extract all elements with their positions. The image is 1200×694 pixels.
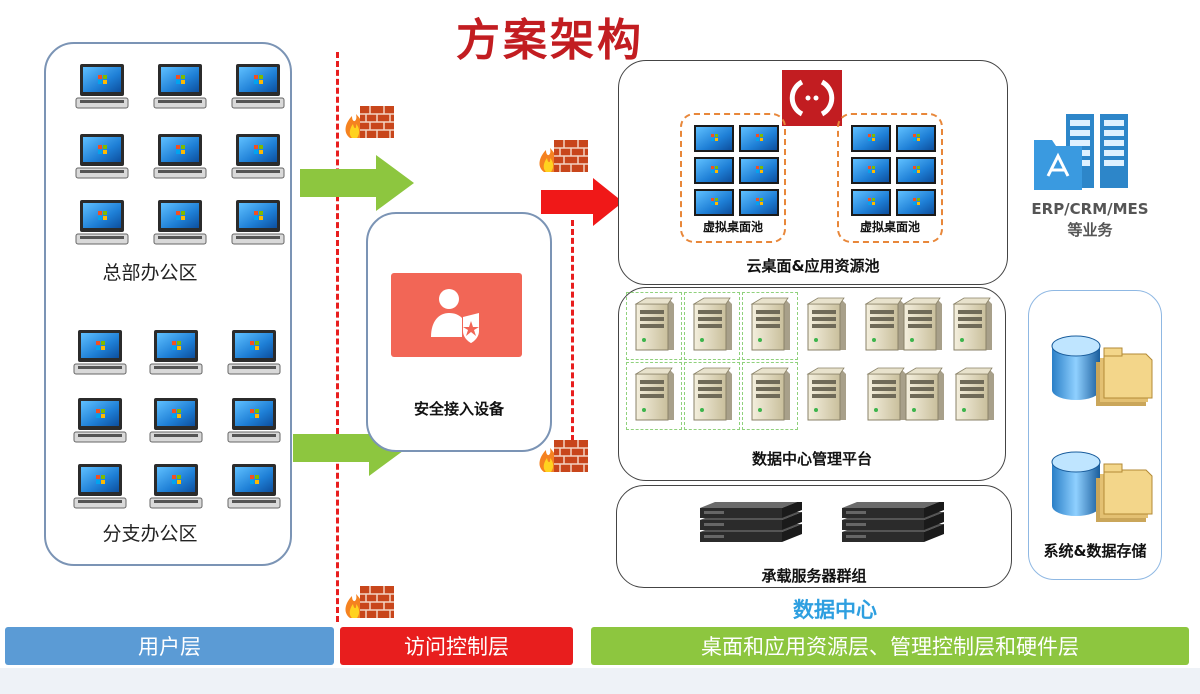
- virtual-desktop-icon: [739, 125, 779, 152]
- green-arrow-icon: [300, 155, 414, 211]
- virtual-desktop-icon: [694, 189, 734, 216]
- desktop-computer-icon: [153, 199, 207, 245]
- secure-access-label: 安全接入设备: [413, 400, 504, 418]
- firewall-icon: [340, 582, 396, 622]
- desktop-computer-icon: [75, 133, 129, 179]
- server-group-panel: [616, 485, 1012, 588]
- server-group-box: [626, 292, 682, 360]
- desktop-computer-icon: [153, 133, 207, 179]
- desktop-computer-icon: [227, 463, 281, 509]
- server-group-box: [742, 292, 798, 360]
- security-device[interactable]: [391, 273, 522, 357]
- access-boundary-line: [336, 52, 339, 622]
- server-tower-icon: [751, 297, 791, 351]
- virtual-desktop-icon: [694, 157, 734, 184]
- desktop-computer-icon: [73, 463, 127, 509]
- server-tower-icon: [903, 297, 943, 351]
- vdi-pool-1: [680, 113, 786, 243]
- erp-label-line2: 等业务: [1067, 221, 1113, 239]
- datacenter-boundary-line: [571, 220, 574, 450]
- desktop-computer-icon: [231, 199, 285, 245]
- user-layer-bar: 用户层: [5, 627, 334, 665]
- server-tower-icon: [955, 367, 995, 421]
- server-tower-icon: [635, 297, 675, 351]
- vdi-pool-1-label: 虚拟桌面池: [702, 220, 763, 234]
- rack-server-icon: [696, 502, 806, 552]
- desktop-computer-icon: [153, 63, 207, 109]
- desktop-computer-icon: [73, 397, 127, 443]
- datacenter-label: 数据中心: [793, 598, 877, 622]
- server-tower-icon: [693, 367, 733, 421]
- firewall-icon: [534, 136, 590, 176]
- virtual-desktop-icon: [739, 157, 779, 184]
- desktop-computer-icon: [149, 329, 203, 375]
- access-layer-bar: 访问控制层: [340, 627, 573, 665]
- server-tower-icon: [905, 367, 945, 421]
- vdi-pool-2: [837, 113, 943, 243]
- rack-server-icon: [838, 502, 948, 552]
- virtual-desktop-icon: [896, 189, 936, 216]
- virtual-desktop-icon: [694, 125, 734, 152]
- desktop-computer-icon: [149, 397, 203, 443]
- cloud-desktop-label: 云桌面&应用资源池: [746, 257, 880, 275]
- vdi-pool-2-label: 虚拟桌面池: [859, 220, 920, 234]
- erp-label-line1: ERP/CRM/MES: [1031, 200, 1149, 218]
- server-tower-icon: [807, 297, 847, 351]
- dc-management-label: 数据中心管理平台: [751, 450, 872, 468]
- page-title: 方案架构: [456, 15, 644, 66]
- cloud-desktop-logo-icon: [782, 70, 842, 126]
- server-group-label: 承载服务器群组: [761, 567, 867, 585]
- hq-office-label: 总部办公区: [102, 262, 198, 284]
- desktop-computer-icon: [227, 397, 281, 443]
- resource-layer-bar: 桌面和应用资源层、管理控制层和硬件层: [591, 627, 1189, 665]
- desktop-computer-icon: [231, 63, 285, 109]
- storage-label: 系统&数据存储: [1043, 542, 1147, 560]
- server-tower-icon: [807, 367, 847, 421]
- desktop-computer-icon: [231, 133, 285, 179]
- virtual-desktop-icon: [896, 157, 936, 184]
- server-tower-icon: [953, 297, 993, 351]
- server-group-box: [742, 362, 798, 430]
- server-tower-icon: [693, 297, 733, 351]
- desktop-computer-icon: [75, 199, 129, 245]
- firewall-icon: [340, 102, 396, 142]
- database-icon: [1046, 448, 1156, 528]
- server-tower-icon: [635, 367, 675, 421]
- virtual-desktop-icon: [851, 125, 891, 152]
- desktop-computer-icon: [149, 463, 203, 509]
- storage-panel: [1028, 290, 1162, 580]
- desktop-computer-icon: [75, 63, 129, 109]
- server-group-box: [684, 292, 740, 360]
- app-folder-icon: [1030, 110, 1140, 192]
- virtual-desktop-icon: [851, 189, 891, 216]
- server-tower-icon: [751, 367, 791, 421]
- virtual-desktop-icon: [739, 189, 779, 216]
- server-group-box: [626, 362, 682, 430]
- server-group-box: [684, 362, 740, 430]
- virtual-desktop-icon: [896, 125, 936, 152]
- branch-office-label: 分支办公区: [102, 523, 198, 545]
- security-guard-icon: [431, 289, 479, 343]
- database-icon: [1046, 332, 1156, 412]
- virtual-desktop-icon: [851, 157, 891, 184]
- desktop-computer-icon: [73, 329, 127, 375]
- desktop-computer-icon: [227, 329, 281, 375]
- red-arrow-icon: [541, 178, 623, 226]
- footer-strip: [0, 668, 1200, 694]
